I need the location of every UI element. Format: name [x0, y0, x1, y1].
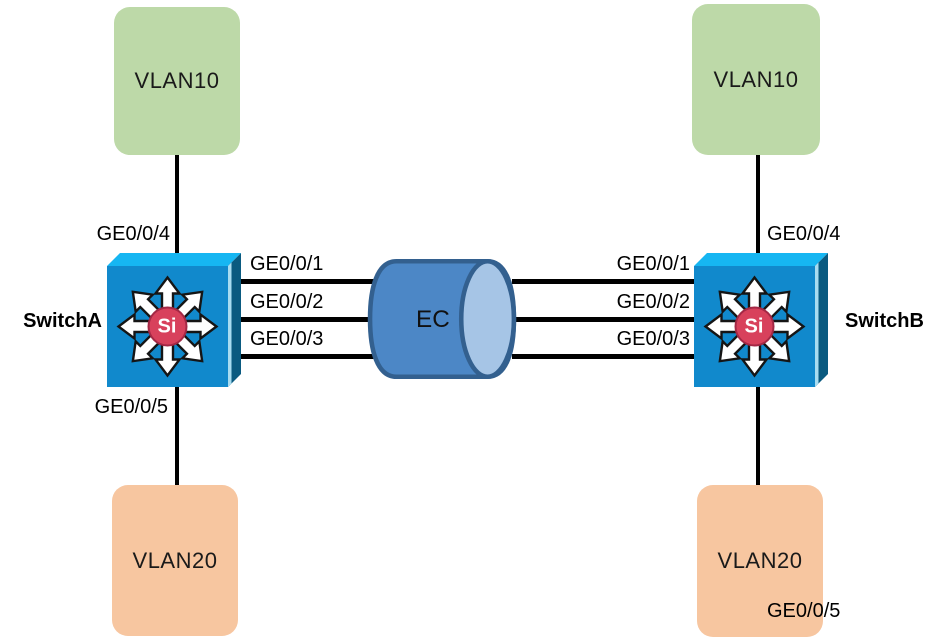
- link-b-ge2: [512, 317, 696, 322]
- port-label-a-ge3: GE0/0/3: [250, 328, 324, 350]
- vlan20-node-right: VLAN20: [697, 485, 823, 637]
- cylinder-cap: [458, 258, 517, 380]
- switch-b-icon: Si: [694, 253, 828, 387]
- link-b-ge1: [512, 279, 696, 284]
- port-label-b-ge5: GE0/0/5: [767, 600, 841, 622]
- switch-b-name: SwitchB: [845, 310, 924, 332]
- link-switchb-vlan20: [756, 387, 760, 485]
- link-a-ge2: [238, 317, 375, 322]
- vlan10-node-left: VLAN10: [114, 7, 240, 155]
- port-label-a-ge1: GE0/0/1: [250, 253, 324, 275]
- si-badge-label: Si: [744, 315, 764, 338]
- link-switchb-vlan10: [756, 155, 760, 260]
- si-badge-label: Si: [157, 315, 177, 338]
- port-label-b-ge3: GE0/0/3: [616, 328, 690, 350]
- link-switcha-vlan10: [175, 155, 179, 260]
- etherchannel-cylinder-icon: EC: [367, 258, 517, 380]
- vlan20-node-left: VLAN20: [112, 485, 238, 636]
- link-a-ge1: [238, 279, 375, 284]
- switch-a-icon: Si: [107, 253, 241, 387]
- ec-label: EC: [416, 306, 450, 333]
- switch-a-name: SwitchA: [23, 310, 102, 332]
- port-label-b-ge1: GE0/0/1: [616, 253, 690, 275]
- port-label-a-ge4: GE0/0/4: [96, 223, 170, 245]
- port-label-a-ge5: GE0/0/5: [94, 396, 168, 418]
- link-a-ge3: [238, 354, 375, 359]
- vlan10-node-right: VLAN10: [692, 4, 820, 155]
- port-label-a-ge2: GE0/0/2: [250, 291, 324, 313]
- link-b-ge3: [512, 354, 696, 359]
- link-switcha-vlan20: [175, 387, 179, 485]
- port-label-b-ge2: GE0/0/2: [616, 291, 690, 313]
- port-label-b-ge4: GE0/0/4: [767, 223, 841, 245]
